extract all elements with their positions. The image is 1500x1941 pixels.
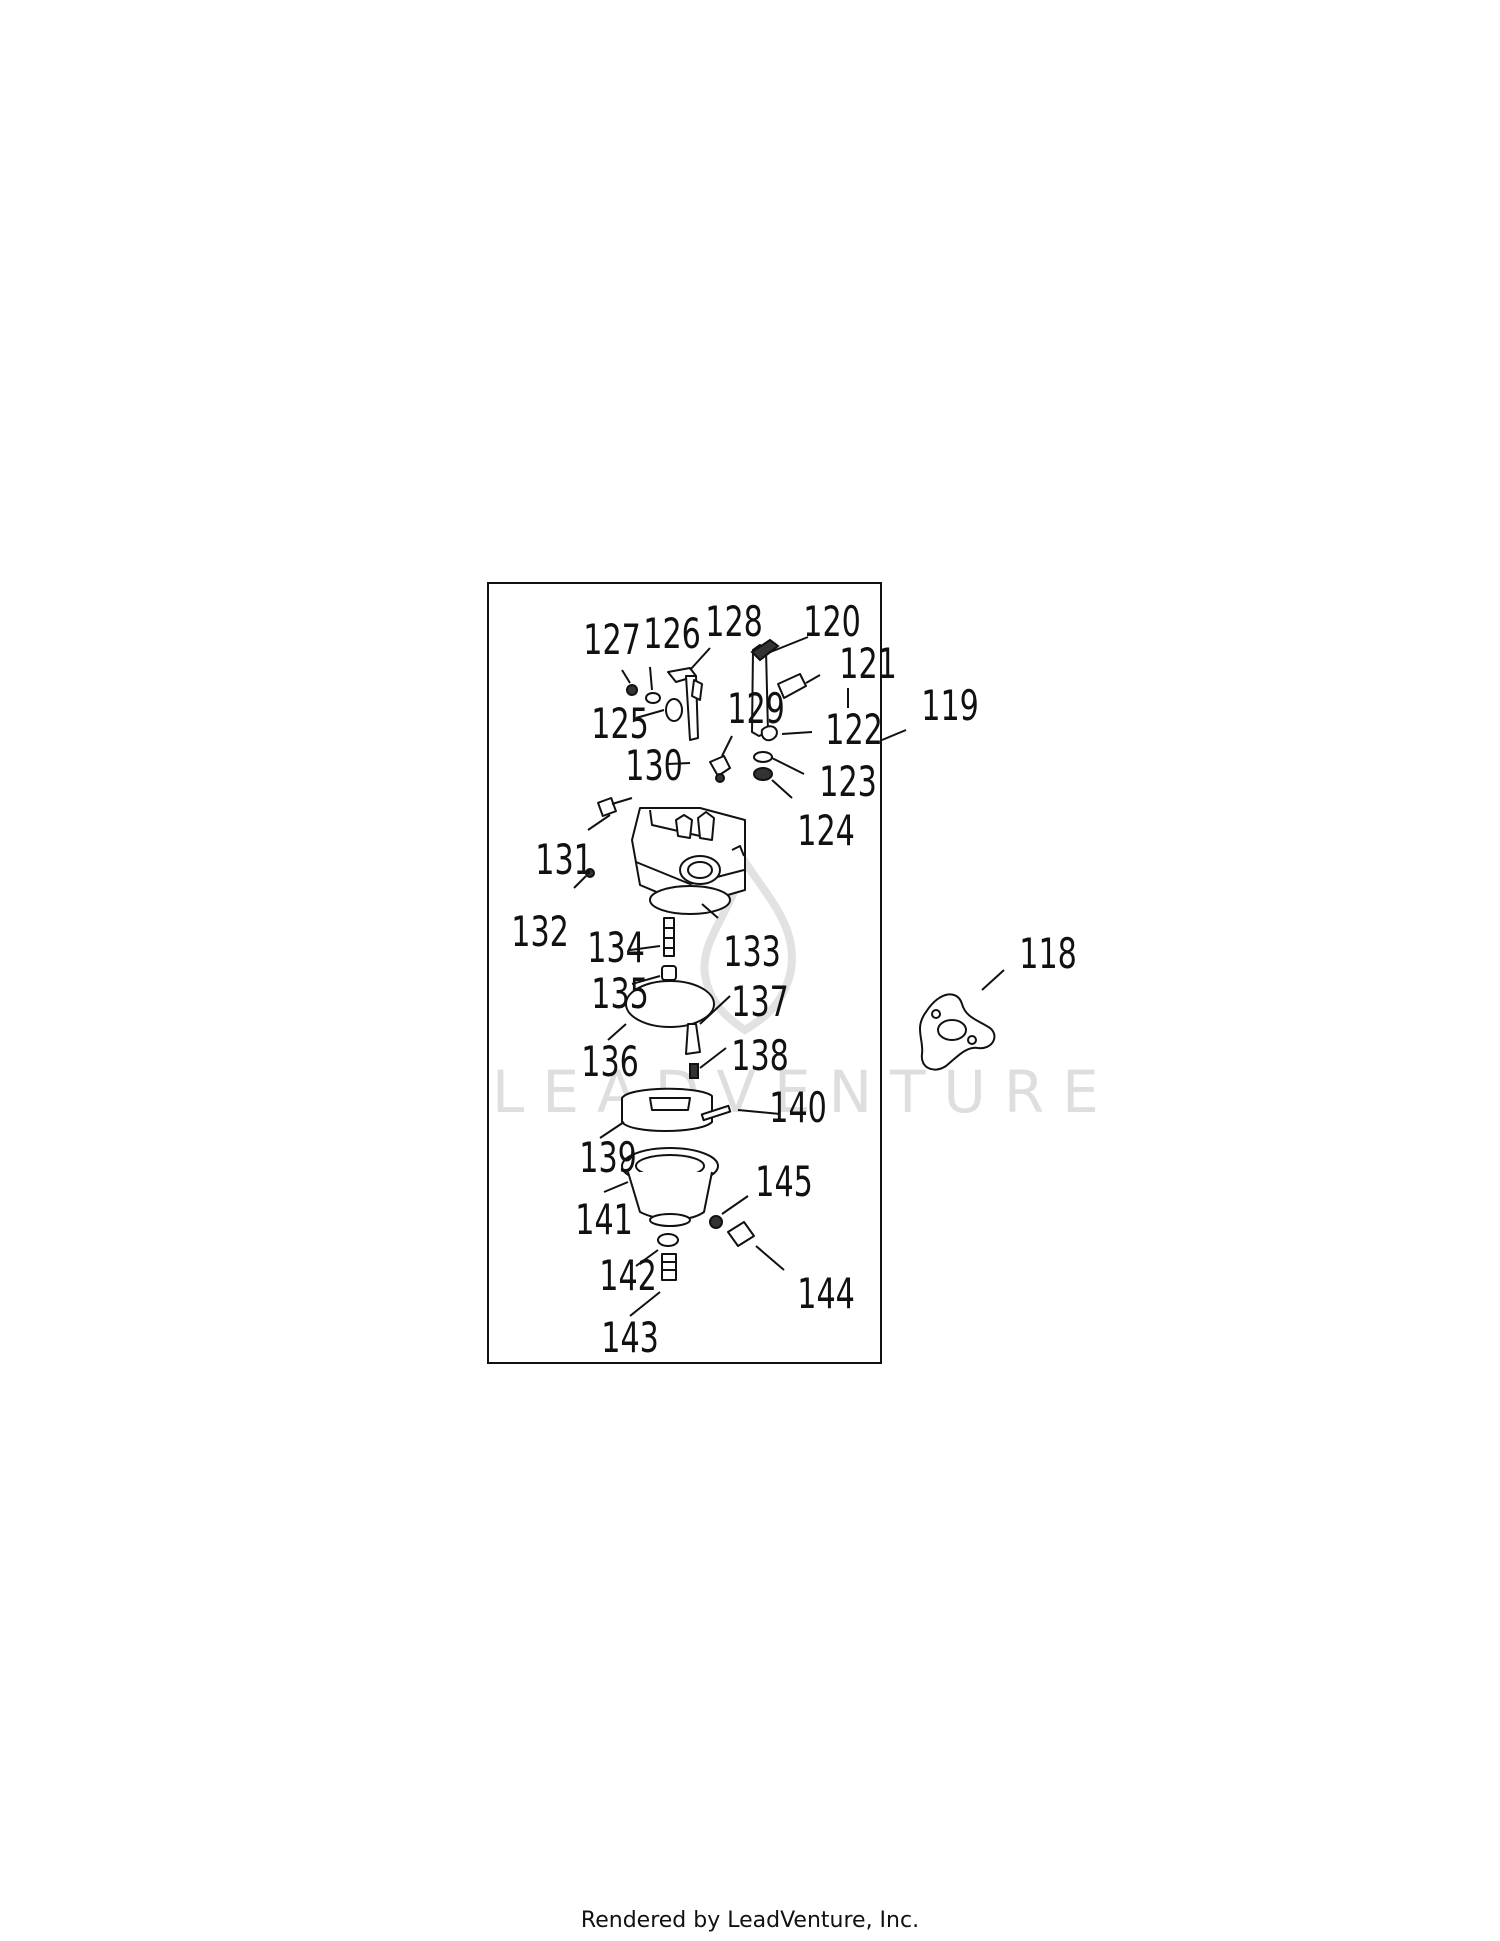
label-124: 124 [797,806,855,855]
label-118: 118 [1019,929,1077,978]
footer-credit: Rendered by LeadVenture, Inc. [580,1908,920,1933]
part-132-screw [585,868,595,878]
label-119: 119 [921,681,979,730]
part-123-washer [753,751,773,763]
part-140-float-pin [700,1104,732,1122]
label-140: 140 [769,1083,827,1132]
watermark-flame-icon [700,852,796,1035]
watermark-text: LEADVENTURE [492,1058,1117,1126]
label-120: 120 [803,597,861,646]
label-132: 132 [511,907,569,956]
label-141: 141 [575,1195,633,1244]
label-127: 127 [583,615,641,664]
leader-lines [573,636,1005,1317]
part-118-gasket [918,993,996,1071]
watermark: LEADVENTURE [492,852,1117,1126]
label-145: 145 [755,1157,813,1206]
part-134-main-nozzle [663,917,675,957]
part-141-float-bowl [621,1147,719,1227]
part-138-spring [689,1063,699,1079]
part-137-needle [685,1023,701,1055]
part-131-idle-screw [597,797,633,817]
label-131: 131 [535,835,593,884]
label-123: 123 [819,757,877,806]
label-128: 128 [705,597,763,646]
assembly-frame [487,582,882,1364]
part-126-washer [645,692,661,704]
label-138: 138 [731,1031,789,1080]
part-142-washer [657,1233,679,1247]
label-121: 121 [839,639,897,688]
label-144: 144 [797,1269,855,1318]
label-122: 122 [825,705,883,754]
label-139: 139 [579,1133,637,1182]
part-129-lever [709,755,731,783]
part-139-float [621,1087,713,1132]
label-142: 142 [599,1251,657,1300]
part-135-jet [661,965,677,981]
label-137: 137 [731,977,789,1026]
part-128-throttle-shaft [667,667,703,741]
part-143-bowl-bolt [661,1253,677,1281]
label-143: 143 [601,1313,659,1362]
label-134: 134 [587,923,645,972]
part-124-seal [753,767,773,781]
label-126: 126 [643,609,701,658]
part-144-drain-screw [727,1221,755,1247]
part-145-gasket [709,1215,723,1229]
part-121-choke-plate [777,673,807,699]
part-125-throttle-plate [665,698,683,722]
label-133: 133 [723,927,781,976]
label-129: 129 [727,684,785,733]
part-122-spring [760,725,778,742]
label-136: 136 [581,1037,639,1086]
label-135: 135 [591,969,649,1018]
part-133-carburetor-body [631,807,746,915]
part-136-o-ring [625,980,715,1028]
label-130: 130 [625,741,683,790]
part-127-screw [626,684,638,696]
label-125: 125 [591,699,649,748]
callout-labels: 119 118 120 121 122 123 124 125 126 127 … [511,597,1077,1362]
